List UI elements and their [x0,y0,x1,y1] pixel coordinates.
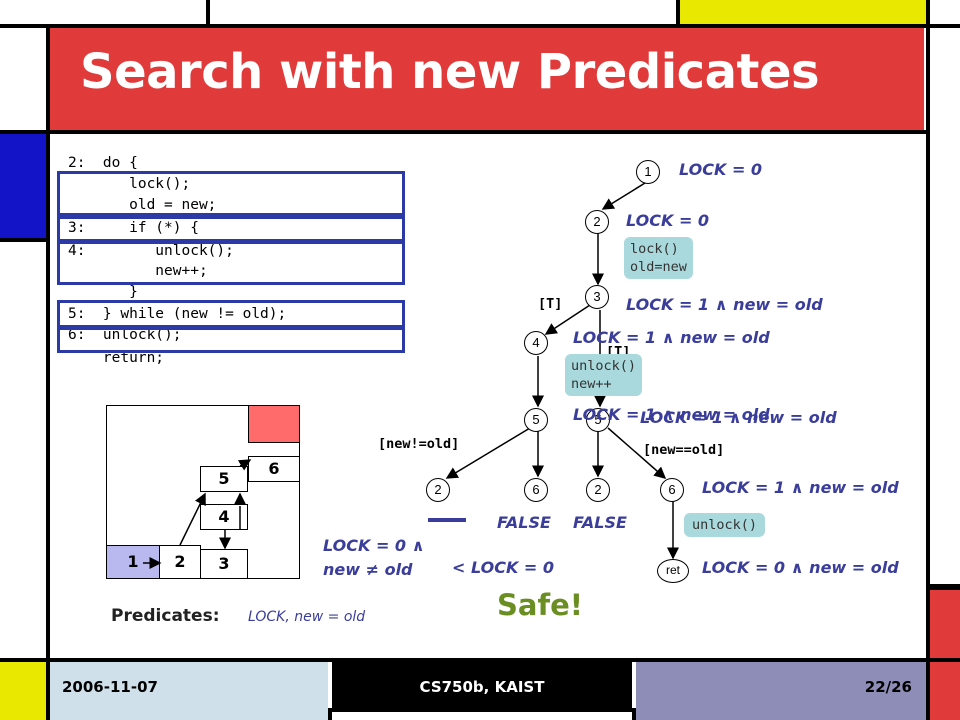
op-lock: lock() old=new [624,237,693,279]
tree-node-5b: 5 [586,408,610,432]
tree-node-3: 3 [585,285,609,309]
bottom-yellow-block [0,662,46,720]
node-6b-label: LOCK = 1 ∧ new = old [702,478,899,497]
edge-5b-6b [607,427,667,479]
edge-3-4 [544,304,591,335]
bottom-strip-left [50,712,328,720]
mini-diagram-red-block [248,405,300,443]
tree-node-2a: 2 [426,478,450,502]
node-2a-label-line1: LOCK = 0 ∧ [323,536,425,555]
right-red-block [930,590,960,720]
node-1-label: LOCK = 0 [679,160,763,179]
op-unlock: unlock() new++ [565,354,643,396]
edge-label-eq: [new==old] [643,442,725,458]
title-banner [50,28,924,130]
code-highlight-box [57,327,405,353]
edge-5a-2a [445,427,531,479]
safe-label: Safe! [497,588,583,622]
tree-node-6a: 6 [524,478,548,502]
frame-line [46,130,930,134]
page-title: Search with new Predicates [80,44,820,100]
predicates-label: Predicates: [111,606,220,626]
code-highlight-box [57,300,405,328]
node-4-label: LOCK = 1 ∧ new = old [573,328,770,347]
code-line: 5: } while (new != old); [68,306,287,322]
predicates-value: LOCK, new = old [248,609,366,625]
frame-line [0,238,48,242]
edge-1-2 [601,182,646,210]
code-line: } [68,284,138,300]
node-2a-label-line2: new ≠ old [323,560,413,579]
comparison-label: < LOCK = 0 [452,558,555,577]
code-line: new++; [68,263,208,279]
code-line: lock(); [68,176,191,192]
footer-date: 2006-11-07 [50,662,328,712]
edge-label-t1: [T] [538,296,563,312]
code-line: 3: if (*) { [68,220,199,236]
frame-line [0,658,960,662]
frame-line [0,130,48,134]
code-highlight-box [57,241,405,285]
code-line: 2: do { [68,155,138,171]
frame-line [632,708,636,720]
node-2-label: LOCK = 0 [626,211,710,230]
frame-line [328,708,332,720]
frame-line [206,0,210,26]
left-blue-block [0,134,46,238]
tree-node-2: 2 [585,210,609,234]
mini-box-6: 6 [248,456,300,482]
mini-box-3: 3 [200,549,248,579]
node-5b-label: LOCK = 1 ∧ new = old [640,408,837,427]
frame-line [926,0,930,720]
op-unlock-2: unlock() [684,513,766,537]
frame-line [0,24,960,28]
top-yellow-block [680,0,926,24]
false-label-1: FALSE [497,513,551,532]
edge-label-neq: [new!=old] [378,436,460,452]
code-line: 6: unlock(); [68,327,182,343]
false-label-2: FALSE [573,513,627,532]
tree-node-1: 1 [636,160,660,184]
code-line: old = new; [68,197,217,213]
tree-node-4: 4 [524,331,548,355]
ret-label: LOCK = 0 ∧ new = old [702,558,899,577]
frame-line [676,0,680,26]
code-line: 4: unlock(); [68,243,234,259]
node-5a-label: LOCK = 1 ∧ new = old [573,405,770,424]
footer-page: 22/26 [636,662,926,712]
frame-line [926,584,960,590]
footer-course: CS750b, KAIST [332,662,632,712]
tree-node-2b: 2 [586,478,610,502]
code-highlight-box [57,171,405,216]
tree-node-ret: ret [657,559,689,583]
bottom-strip-right [636,712,926,720]
frame-line [46,24,50,720]
tree-node-6b: 6 [660,478,684,502]
node-3-label: LOCK = 1 ∧ new = old [626,295,823,314]
code-highlight-box [57,216,405,242]
tree-node-5a: 5 [524,408,548,432]
code-line: return; [68,350,165,366]
